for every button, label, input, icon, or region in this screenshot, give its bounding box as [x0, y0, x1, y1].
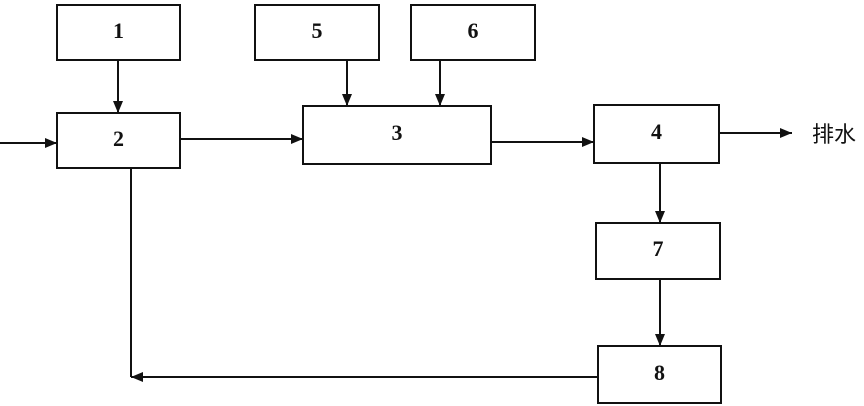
box-6: 6 — [410, 4, 536, 61]
discharge-label: 排水 — [812, 123, 856, 148]
box-8-label: 8 — [654, 360, 665, 385]
box-3: 3 — [302, 105, 492, 165]
box-4: 4 — [593, 104, 720, 164]
box-8: 8 — [597, 345, 722, 404]
box-2-label: 2 — [113, 126, 124, 151]
box-2: 2 — [56, 112, 181, 169]
box-6-label: 6 — [468, 18, 479, 43]
box-4-label: 4 — [651, 119, 662, 144]
box-3-label: 3 — [392, 120, 403, 145]
box-7-label: 7 — [653, 236, 664, 261]
box-5-label: 5 — [312, 18, 323, 43]
box-1: 1 — [56, 4, 181, 61]
box-1-label: 1 — [113, 18, 124, 43]
box-5: 5 — [254, 4, 380, 61]
box-7: 7 — [595, 222, 721, 280]
